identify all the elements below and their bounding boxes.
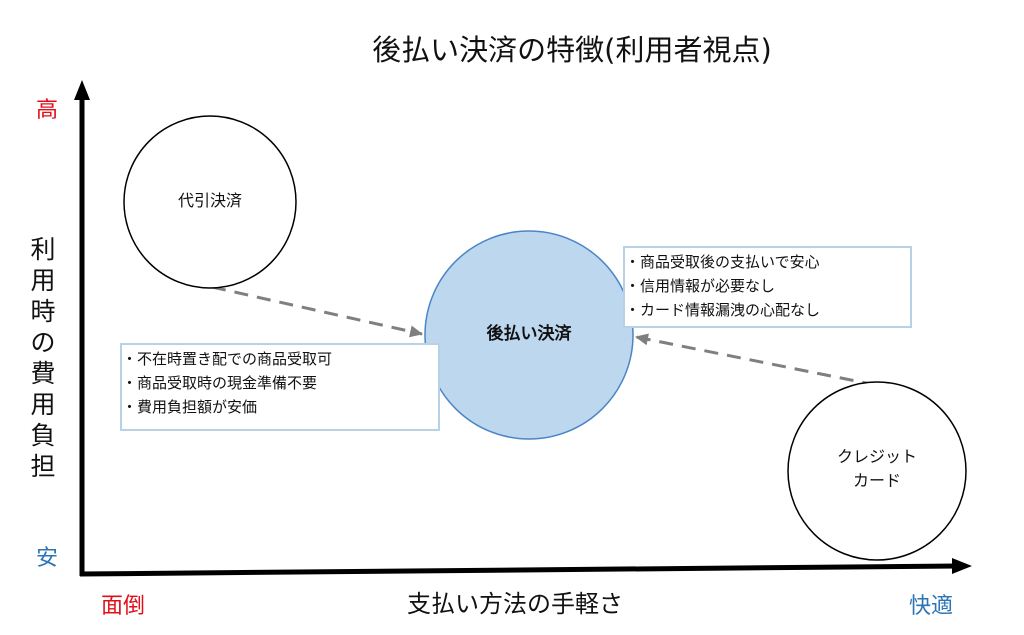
y-axis-high-label: 高	[36, 98, 59, 123]
x-axis	[79, 563, 959, 577]
x-axis-high-label: 快適	[909, 594, 954, 619]
benefit-item: 商品受取時の現金準備不要	[122, 371, 432, 395]
cod-node-label: 代引決済	[177, 191, 242, 210]
postpay-node-circle	[424, 230, 634, 440]
benefits-vs-cod-box: 不在時置き配での商品受取可 商品受取時の現金準備不要 費用負担額が安価	[120, 343, 440, 431]
credit-node-circle	[787, 381, 967, 561]
arrow-credit-to-postpay	[635, 333, 877, 387]
benefit-item: 商品受取後の支払いで安心	[625, 250, 904, 274]
y-axis-arrowhead	[74, 80, 90, 100]
arrow-cod-to-postpay	[211, 285, 423, 338]
x-axis-low-label: 面倒	[101, 594, 146, 619]
x-axis-title: 支払い方法の手軽さ	[407, 590, 623, 618]
benefit-item: 信用情報が必要なし	[625, 274, 904, 298]
benefit-item: カード情報漏洩の心配なし	[625, 298, 904, 322]
benefit-item: 不在時置き配での商品受取可	[122, 347, 432, 371]
y-axis-low-label: 安	[36, 546, 59, 571]
diagram-title: 後払い決済の特徴(利用者視点)	[372, 33, 772, 67]
benefits-vs-credit-box: 商品受取後の支払いで安心 信用情報が必要なし カード情報漏洩の心配なし	[623, 246, 912, 328]
x-axis-arrowhead	[952, 558, 972, 574]
y-axis-title: 利用時の費用負担	[30, 235, 56, 481]
credit-node-label-line1: クレジット	[836, 447, 917, 466]
cod-node-circle	[123, 115, 297, 289]
credit-node-label-line2: カード	[852, 471, 901, 490]
credit-node-label: クレジット カード	[807, 445, 947, 493]
postpay-node-label: 後払い決済	[486, 324, 572, 344]
benefit-item: 費用負担額が安価	[122, 395, 432, 419]
